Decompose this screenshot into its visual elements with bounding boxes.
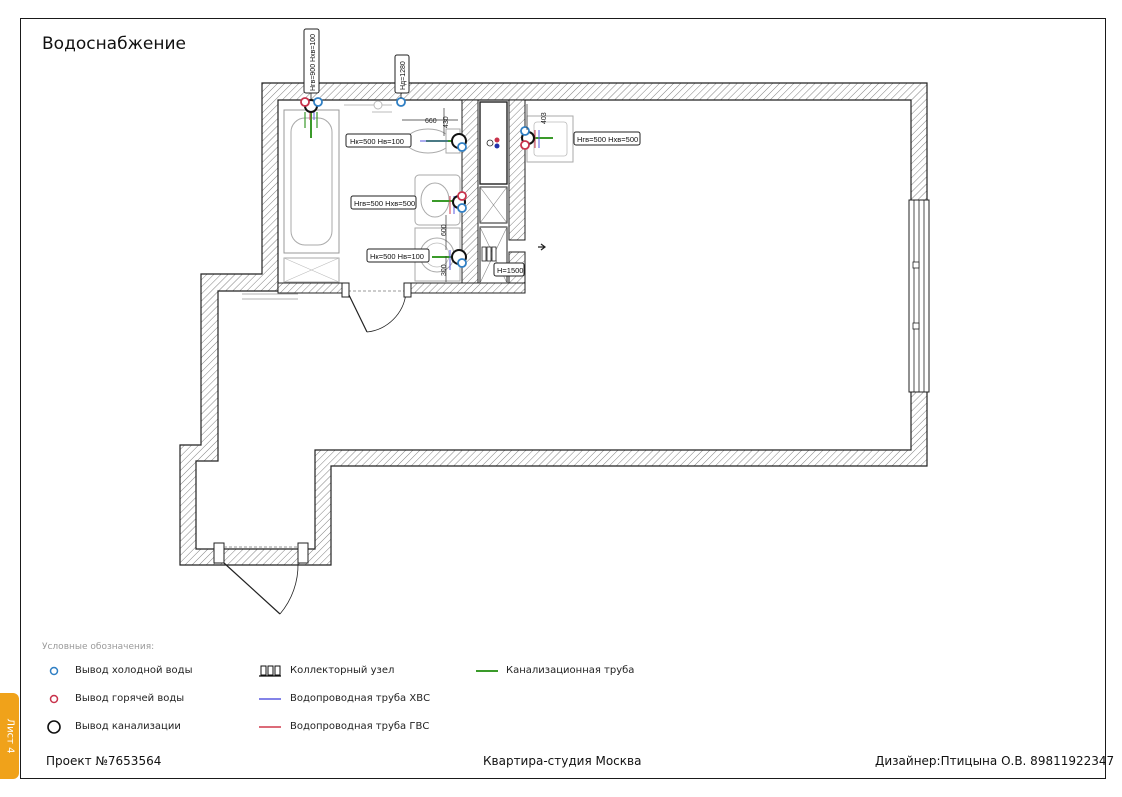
sink-outlet-tag: Hгв=500 Hхв=500 (350, 195, 417, 210)
legend-sewer-icon (47, 720, 61, 734)
apartment-name: Квартира-студия Москва (483, 754, 642, 768)
washer-outlet-label: Hк=500 Hв=100 (370, 252, 424, 261)
toilet-outlet-label: Hк=500 Hв=100 (350, 137, 404, 146)
legend-pipe-cold-label: Водопроводная труба ХВС (290, 693, 431, 704)
collector-height-label: H=1500 (497, 266, 523, 275)
collector-height-tag: H=1500 (493, 262, 525, 277)
legend-sewer-label: Вывод канализации (75, 721, 181, 732)
legend-hot-label: Вывод горячей воды (75, 693, 185, 704)
legend-hot-icon (49, 694, 59, 704)
dim-300: 300 (441, 264, 448, 276)
bathtub (283, 100, 392, 283)
dimension-lines (402, 104, 528, 282)
bath-outlet-label: Hгв=900 Hхв=100 (310, 34, 317, 91)
outlet-markers (300, 97, 535, 268)
page-title: Водоснабжение (42, 34, 186, 54)
legend-symbols (47, 665, 498, 734)
kitchen-outlet-label: Hгв=500 Hхв=500 (577, 135, 638, 144)
legend-pipe-hot-label: Водопроводная труба ГВС (290, 721, 430, 732)
collector-node (481, 246, 497, 262)
sheet-tab[interactable]: Лист 4 (0, 693, 19, 779)
bath-sensor-label: Hд=1280 (400, 61, 407, 90)
dim-403: 403 (541, 112, 548, 124)
legend-collector-icon (259, 665, 281, 677)
entrance-door (213, 542, 309, 615)
legend-cold-label: Вывод холодной воды (75, 665, 193, 676)
dim-430: 430 (443, 116, 450, 128)
sheet-frame (20, 18, 1106, 779)
window-right (908, 199, 930, 393)
toilet-outlet-tag: Hк=500 Hв=100 (345, 133, 412, 148)
sheet-tab-label: Лист 4 (4, 718, 15, 754)
bathroom-door (242, 282, 412, 333)
legend-cold-icon (49, 666, 59, 676)
dim-600: 600 (441, 224, 448, 236)
legend-title: Условные обозначения: (42, 642, 155, 652)
legend-sewer-pipe-label: Канализационная труба (506, 665, 635, 676)
bath-outlet-tag: Hгв=900 Hхв=100 (303, 28, 320, 99)
washer-outlet-tag: Hк=500 Hв=100 (366, 248, 430, 263)
dim-660: 660 (425, 118, 437, 125)
kitchen-sink (526, 115, 574, 163)
bath-sensor-tag: Hд=1280 (394, 54, 410, 98)
kitchen-outlet-tag: Hгв=500 Hхв=500 (573, 131, 641, 146)
legend-collector-label: Коллекторный узел (290, 665, 395, 676)
sink-outlet-label: Hгв=500 Hхв=500 (354, 199, 415, 208)
designer-info: Дизайнер:Птицына О.В. 89811922347 (875, 754, 1115, 768)
project-number: Проект №7653564 (46, 754, 162, 768)
